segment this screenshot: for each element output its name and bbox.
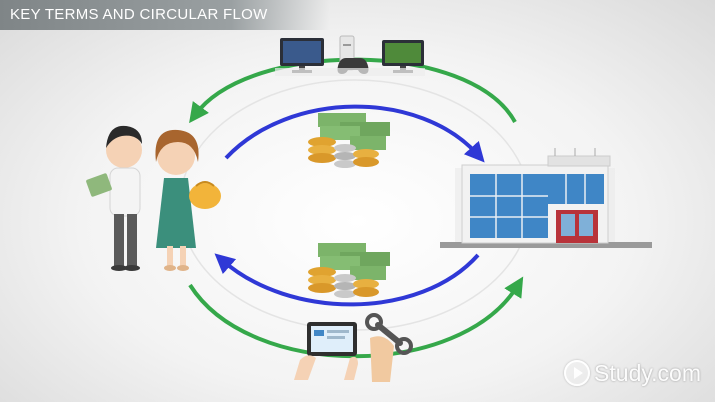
faded-label-goods (275, 68, 425, 76)
play-icon (564, 360, 591, 386)
watermark: Study.com (564, 358, 701, 388)
household-icon (86, 125, 221, 271)
wrench-icon (365, 313, 413, 382)
watermark-text: Study.com (594, 359, 701, 386)
money-pile-icon (308, 113, 390, 168)
money-pile-icon (308, 243, 390, 298)
tablet-icon (294, 322, 358, 380)
title-bar: KEY TERMS AND CIRCULAR FLOW (0, 0, 330, 30)
slide-title: KEY TERMS AND CIRCULAR FLOW (10, 6, 268, 23)
money-flow-arrow-bottom (214, 253, 480, 307)
money-flow-arrow-top (224, 104, 485, 163)
building-icon (440, 148, 652, 248)
labor-flow-arrow-bottom (188, 276, 524, 359)
